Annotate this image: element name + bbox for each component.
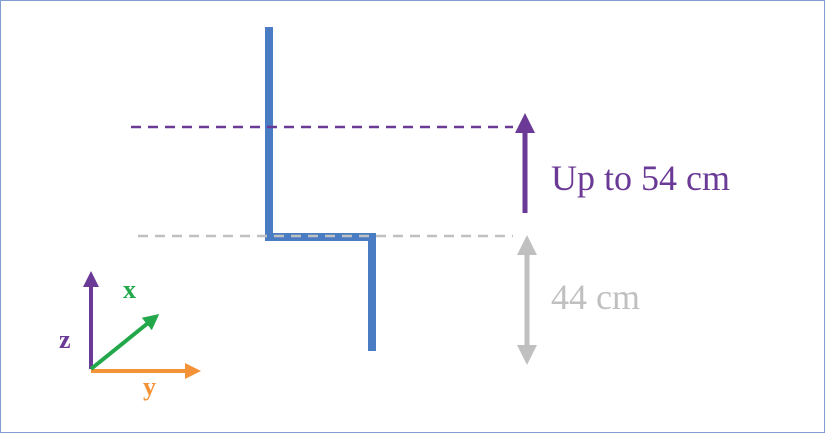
axis-indicator: x z y	[59, 271, 201, 401]
axis-x-arrow	[89, 313, 160, 371]
axis-x-label: x	[123, 275, 136, 304]
axis-z-label: z	[59, 325, 71, 354]
height-label: 44 cm	[551, 277, 640, 317]
raise-label: Up to 54 cm	[551, 158, 730, 198]
bracket-shape	[265, 27, 376, 351]
axis-y-label: y	[143, 372, 156, 401]
